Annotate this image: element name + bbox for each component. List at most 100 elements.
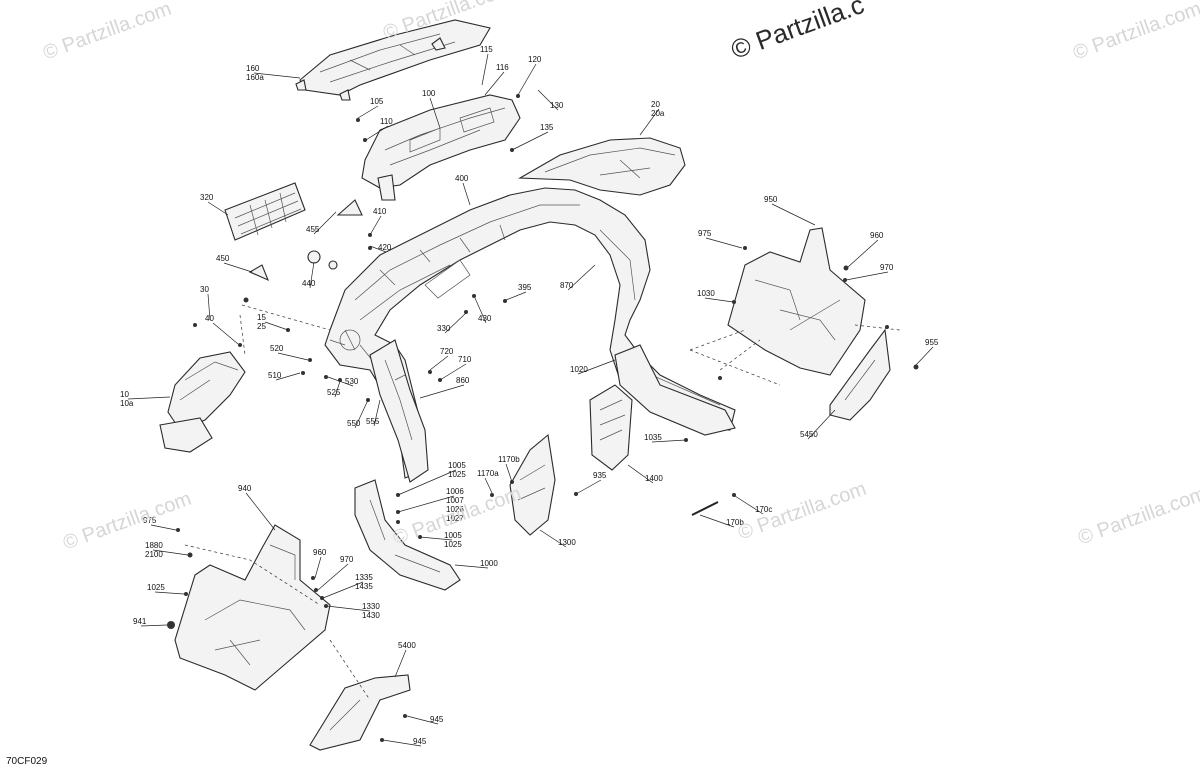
leader-line xyxy=(847,239,879,268)
leader-line xyxy=(275,372,301,381)
callout-945b: 945 xyxy=(413,737,427,746)
callout-1030: 1030 xyxy=(697,289,715,298)
callout-935: 935 xyxy=(593,471,607,480)
callout-400: 400 xyxy=(455,174,469,183)
leader-line xyxy=(577,359,616,375)
leader-line xyxy=(537,89,559,111)
leader-line xyxy=(369,215,382,236)
leader-line xyxy=(505,291,527,301)
leader-line xyxy=(845,271,889,281)
leader-line xyxy=(439,363,467,381)
part-450 xyxy=(248,264,270,282)
leader-line xyxy=(462,182,471,206)
part-frame-400 xyxy=(324,187,736,479)
leader-line xyxy=(223,262,253,273)
leader-line xyxy=(357,105,379,119)
leader-line xyxy=(484,71,505,96)
part-940 xyxy=(174,524,331,691)
leader-line xyxy=(309,261,315,289)
callout-440: 440 xyxy=(302,279,316,288)
leader-line xyxy=(429,355,449,371)
callout-550: 550 xyxy=(347,419,361,428)
leader-line xyxy=(397,469,457,496)
callout-1000: 1000 xyxy=(480,559,498,568)
callout-1170b: 1170b xyxy=(498,455,520,464)
callout-945a: 945 xyxy=(430,715,444,724)
leader-line xyxy=(207,201,229,216)
leader-line xyxy=(354,399,369,429)
callout-975a: 975 xyxy=(698,229,712,238)
callout-860: 860 xyxy=(456,376,470,385)
callout-455: 455 xyxy=(306,225,320,234)
callout-520: 520 xyxy=(270,344,284,353)
leader-line xyxy=(734,495,764,515)
leader-line xyxy=(152,549,189,556)
callout-1025: 1025 xyxy=(147,583,165,592)
callout-450: 450 xyxy=(216,254,230,263)
leader-line xyxy=(704,297,734,303)
leader-line xyxy=(627,464,654,484)
leader-line xyxy=(326,605,371,612)
leader-line xyxy=(484,477,493,494)
callout-130: 130 xyxy=(550,101,564,110)
leader-line xyxy=(264,321,289,331)
callout-5450: 5450 xyxy=(800,430,818,439)
leader-line xyxy=(327,376,354,387)
leader-line xyxy=(444,312,467,334)
part-lid-160 xyxy=(295,19,491,101)
callout-555: 555 xyxy=(366,417,380,426)
part-1020 xyxy=(614,344,736,436)
part-455 xyxy=(336,199,363,216)
leader-line xyxy=(365,125,389,141)
part-dash-100 xyxy=(361,94,521,201)
leader-line xyxy=(474,297,487,324)
callout-135: 135 xyxy=(540,123,554,132)
callout-170c: 170c xyxy=(755,505,772,514)
leader-line xyxy=(212,322,239,345)
callout-395: 395 xyxy=(518,283,532,292)
leader-line xyxy=(539,529,567,548)
leader-line xyxy=(454,564,489,569)
leader-line xyxy=(394,649,407,678)
leader-line xyxy=(397,495,455,513)
part-1300 xyxy=(509,433,556,536)
callout-1020: 1020 xyxy=(570,365,588,374)
callout-1400: 1400 xyxy=(645,474,663,483)
leader-line xyxy=(705,237,743,249)
part-cover-20 xyxy=(518,137,686,196)
callout-100: 100 xyxy=(422,89,436,98)
callout-170b: 170b xyxy=(726,518,744,527)
callout-105: 105 xyxy=(370,97,384,106)
leader-line xyxy=(915,346,934,366)
leader-line xyxy=(429,97,441,129)
callout-5400: 5400 xyxy=(398,641,416,650)
leader-line xyxy=(651,439,687,443)
leader-line xyxy=(207,293,211,321)
leader-line xyxy=(567,264,596,291)
part-170b xyxy=(691,501,719,516)
leader-line xyxy=(127,396,171,400)
callout-30: 30 xyxy=(200,285,209,294)
part-10 xyxy=(159,351,246,453)
part-pillar-860 xyxy=(369,339,429,483)
callout-330: 330 xyxy=(437,324,451,333)
callout-955: 955 xyxy=(925,338,939,347)
callout-970b: 970 xyxy=(340,555,354,564)
leader-line xyxy=(517,63,537,96)
leader-line xyxy=(245,492,276,531)
leader-line xyxy=(505,463,513,483)
part-5450 xyxy=(829,328,891,421)
leader-line xyxy=(369,245,387,253)
leader-line xyxy=(322,581,364,599)
callout-975b: 975 xyxy=(143,516,157,525)
callout-940: 940 xyxy=(238,484,252,493)
leader-line xyxy=(334,380,341,398)
leader-line xyxy=(313,211,337,235)
